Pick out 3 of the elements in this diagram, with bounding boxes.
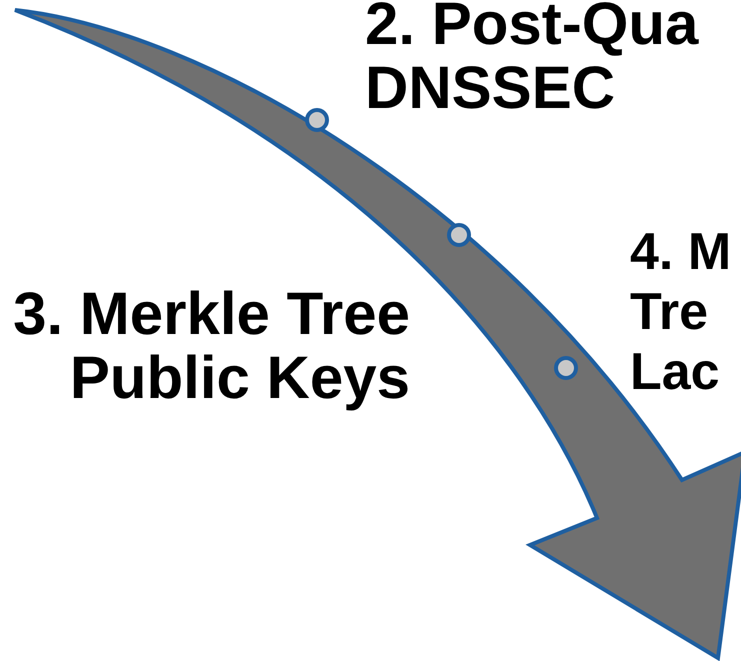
step-label: 4. M Tre Lac: [630, 222, 732, 402]
step-label: 2. Post-Qua DNSSEC: [365, 0, 700, 120]
step-label: 3. Merkle Tree Public Keys: [12, 282, 410, 410]
